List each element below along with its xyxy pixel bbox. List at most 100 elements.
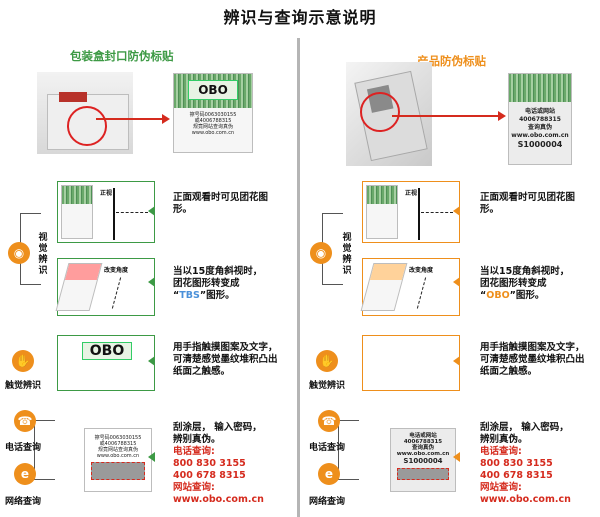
scratch-code: S1000004 [403,457,443,465]
scratch-line: 查询真伪 [411,445,434,451]
label-code: S1000004 [517,140,563,149]
scratch-label: 擦号码0063030155 或4006788315 规竟网站查询真伪 www.o… [84,428,152,492]
hand-icon: ✋ [316,350,338,372]
angle-desc-line: 团花图形转变成 [173,278,240,289]
web-url: www.obo.com.cn [480,494,571,505]
pointer-triangle [453,206,460,216]
product-photo [346,62,432,166]
highlight-ring [67,106,107,146]
web-url: www.obo.com.cn [173,494,264,505]
packaging-box-photo [37,72,133,154]
phone-icon: ☎ [318,410,340,432]
label-line: 或4006788315 [194,118,232,124]
mini-label [366,185,398,239]
web-icon: e [318,463,340,485]
pointer-arrow [96,114,170,124]
front-view-panel: 正视 [362,181,460,243]
page-title: 辨识与查询示意说明 [223,8,377,27]
scratch-desc-line: 刮涂层， 输入密码， [480,422,569,433]
query-desc: 刮涂层， 输入密码， 辨别真伪。 电话查询: 800 830 3155 400 … [480,422,598,506]
scratch-line: www.obo.com.cn [396,451,450,457]
quote-close: ”图形。 [199,290,235,301]
web-title: 网站查询: [480,482,522,493]
front-text: 正视 [405,190,418,197]
touch-desc-line: 用手指触摸图案及文字， [480,342,585,353]
obo-strip [369,264,407,280]
phone-icon: ☎ [14,410,36,432]
mini-hologram [62,186,92,204]
angle-text: 改变角度 [409,267,434,274]
label-line: 查询真伪 [527,124,552,131]
quote-close: ”图形。 [509,290,545,301]
phone-title: 电话查询: [480,446,522,457]
hologram-strip: OBO [174,74,252,108]
angle-desc-line: “OBO”图形。 [480,290,598,302]
sight-line [116,212,148,213]
pointer-triangle [453,356,460,366]
touch-desc-line: 用手指触摸图案及文字， [173,342,278,353]
obo-sub-text: 防伪标签 [92,367,120,375]
obo-big-logo: OBO [82,342,132,360]
quote-open: “ [173,290,180,301]
pointer-triangle [148,206,155,216]
pointer-triangle [453,452,460,462]
angle-view-panel: 改变角度 [360,258,460,316]
query-bracket [34,420,55,480]
touch-panel: OBO 防伪标签 [57,335,155,391]
obo-highlight: OBO [486,290,510,301]
front-desc: 正面观看时可见团花图形。 [480,192,576,215]
scratch-line: 或4006788315 [99,441,137,447]
label-line: 4006788315 [519,116,561,123]
pointer-triangle [148,356,155,366]
phone-number: 400 678 8315 [480,470,553,481]
visual-label: 视觉辨识 [342,233,352,276]
touch-panel [362,335,460,391]
touch-label: 触觉辨识 [5,381,42,391]
angle-line [416,277,427,309]
label-line: 擦号码0063030155 [189,112,237,118]
angle-line [111,277,122,309]
left-heading: 包装盒封口防伪标贴 [70,49,174,63]
highlight-ring [360,92,400,132]
web-label: 网络查询 [5,497,42,507]
scratch-line: www.obo.com.cn [96,453,140,459]
mini-label [61,185,93,239]
scratch-desc-line: 辨别真伪。 [173,434,221,445]
pointer-triangle [148,277,155,287]
touch-desc: 用手指触摸图案及文字， 可清楚感觉墨纹堆积凸出 纸面之触感。 [480,342,598,378]
quote-open: “ [480,290,487,301]
visual-label: 视觉辨识 [38,233,48,276]
pointer-triangle [148,452,155,462]
touch-desc-line: 纸面之触感。 [173,366,231,377]
touch-label: 触觉辨识 [309,381,346,391]
seal-label: OBO 擦号码0063030155 或4006788315 规竟网站查询真伪 w… [173,73,253,153]
front-text: 正视 [100,190,113,197]
eye-icon: ◉ [310,242,332,264]
scratch-coating [91,462,145,480]
label-line: 规竟网站查询真伪 [192,124,233,130]
scratch-line: 擦号码0063030155 [94,435,142,441]
column-divider [297,38,300,517]
web-label: 网络查询 [309,497,346,507]
angle-desc-line: 团花图形转变成 [480,278,547,289]
scratch-coating [397,468,449,480]
query-bracket [338,420,359,480]
pointer-arrow [392,111,506,121]
scratch-line: 规竟网站查询真伪 [97,447,138,453]
touch-desc-line: 可清楚感觉墨纹堆积凸出 [480,354,585,365]
angle-desc: 当以15度角斜视时， 团花图形转变成 “TBS”图形。 [173,266,293,302]
angle-desc-line: 当以15度角斜视时， [173,266,263,277]
angle-desc-line: “TBS”图形。 [173,290,293,302]
web-title: 网站查询: [173,482,215,493]
label-line: www.obo.com.cn [511,132,569,139]
angle-view-panel: 改变角度 [55,258,155,316]
scratch-line: 电话或网站 [409,433,437,439]
eye-icon: ◉ [8,242,30,264]
touch-desc: 用手指触摸图案及文字， 可清楚感觉墨纹堆积凸出 纸面之触感。 [173,342,295,378]
scratch-label: 电话或网站 4006788315 查询真伪 www.obo.com.cn S10… [390,428,456,492]
box-seal-strip [59,92,87,102]
phone-number: 800 830 3155 [173,458,246,469]
right-heading: 产品防伪标贴 [417,54,486,68]
phone-number: 400 678 8315 [173,470,246,481]
angled-label [360,263,408,311]
